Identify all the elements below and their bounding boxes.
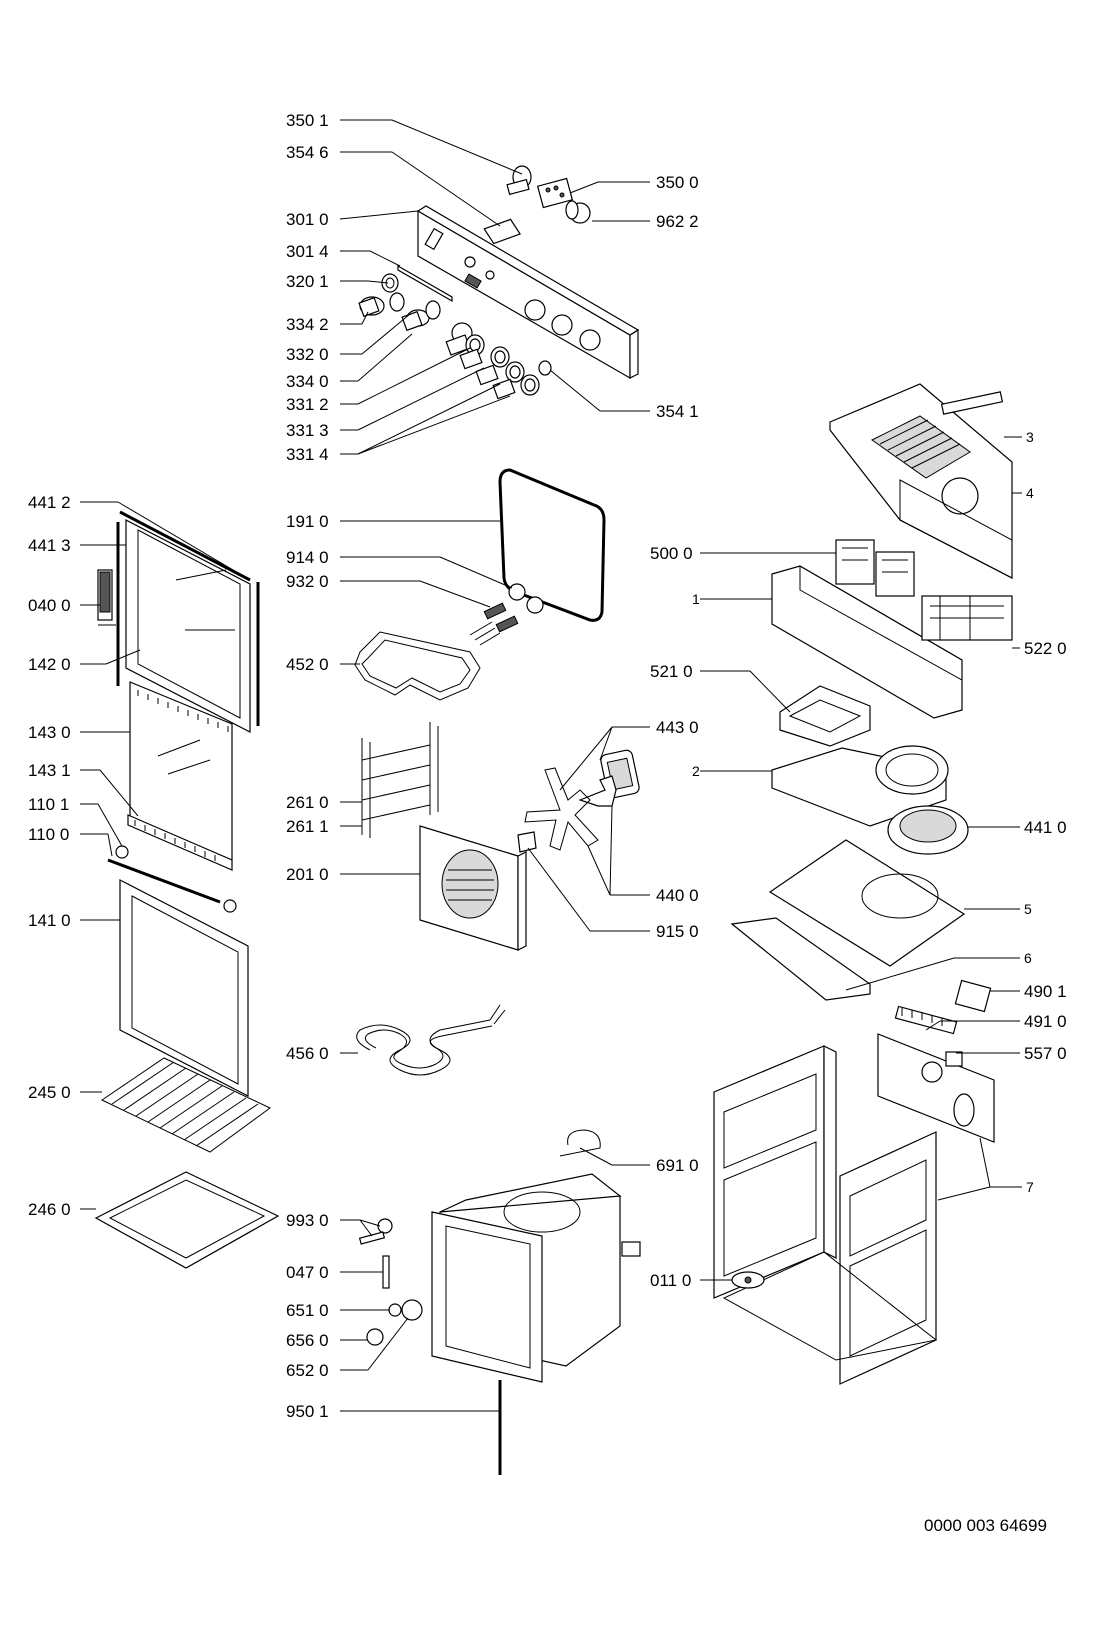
label-245-0: 245 0 [28, 1083, 71, 1102]
label-191-0: 191 0 [286, 512, 329, 531]
label-047-0: 047 0 [286, 1263, 329, 1282]
label-350-1: 350 1 [286, 111, 329, 130]
label-1: 1 [692, 591, 700, 607]
leader-lines [80, 119, 1022, 1412]
label-350-0: 350 0 [656, 173, 699, 192]
baffle-5-6 [730, 839, 966, 1001]
label-301-4: 301 4 [286, 242, 329, 261]
label-261-1: 261 1 [286, 817, 329, 836]
label-331-4: 331 4 [286, 445, 329, 464]
label-331-2: 331 2 [286, 395, 329, 414]
drawing-number: 0000 003 64699 [924, 1516, 1047, 1535]
label-320-1: 320 1 [286, 272, 329, 291]
part-labels: 350 1 354 6 301 0 301 4 320 1 334 2 332 … [28, 111, 1067, 1421]
label-201-0: 201 0 [286, 865, 329, 884]
label-261-0: 261 0 [286, 793, 329, 812]
electronics-500-522-521 [771, 539, 1013, 747]
label-441-0: 441 0 [1024, 818, 1067, 837]
lamp-holder-914-932 [483, 583, 544, 633]
label-331-3: 331 3 [286, 421, 329, 440]
label-950-1: 950 1 [286, 1402, 329, 1421]
control-pcb-490-491-557 [877, 979, 995, 1143]
label-452-0: 452 0 [286, 655, 329, 674]
label-011-0: 011 0 [650, 1271, 691, 1290]
label-456-0: 456 0 [286, 1044, 329, 1063]
oven-cavity [431, 1173, 641, 1383]
label-962-2: 962 2 [656, 212, 699, 231]
label-110-1: 110 1 [28, 795, 69, 814]
label-522-0: 522 0 [1024, 639, 1067, 658]
label-4: 4 [1026, 485, 1034, 501]
label-490-1: 490 1 [1024, 982, 1067, 1001]
label-914-0: 914 0 [286, 548, 329, 567]
grill-element-452 [354, 621, 501, 701]
label-557-0: 557 0 [1024, 1044, 1067, 1063]
label-440-0: 440 0 [656, 886, 699, 905]
shelf-supports-261 [361, 722, 439, 838]
label-334-2: 334 2 [286, 315, 329, 334]
label-142-0: 142 0 [28, 655, 71, 674]
label-915-0: 915 0 [656, 922, 699, 941]
label-354-1: 354 1 [656, 402, 699, 421]
label-993-0: 993 0 [286, 1211, 329, 1230]
label-5: 5 [1024, 901, 1032, 917]
label-354-6: 354 6 [286, 143, 329, 162]
label-246-0: 246 0 [28, 1200, 71, 1219]
label-500-0: 500 0 [650, 544, 693, 563]
label-441-3: 441 3 [28, 536, 71, 555]
label-301-0: 301 0 [286, 210, 329, 229]
label-652-0: 652 0 [286, 1361, 329, 1380]
oven-gasket-191 [498, 468, 606, 622]
label-3: 3 [1026, 429, 1034, 445]
label-6: 6 [1024, 950, 1032, 966]
fan-motor-443-440 [517, 749, 640, 853]
oven-door-assembly [94, 510, 280, 1269]
label-656-0: 656 0 [286, 1331, 329, 1350]
label-110-0: 110 0 [28, 825, 69, 844]
oven-housing-7 [713, 1045, 938, 1385]
label-143-0: 143 0 [28, 723, 71, 742]
label-141-0: 141 0 [28, 911, 71, 930]
label-691-0: 691 0 [656, 1156, 699, 1175]
fan-cover-201 [419, 825, 527, 951]
label-2: 2 [692, 763, 700, 779]
label-334-0: 334 0 [286, 372, 329, 391]
small-parts-bottom [358, 1129, 601, 1475]
label-651-0: 651 0 [286, 1301, 329, 1320]
control-panel-assembly [358, 165, 640, 400]
label-040-0: 040 0 [28, 596, 71, 615]
label-932-0: 932 0 [286, 572, 329, 591]
label-521-0: 521 0 [650, 662, 693, 681]
label-7: 7 [1026, 1179, 1034, 1195]
lower-element-456 [356, 1004, 506, 1076]
label-143-1: 143 1 [28, 761, 71, 780]
label-332-0: 332 0 [286, 345, 329, 364]
label-441-2: 441 2 [28, 493, 71, 512]
top-cover-3-4 [829, 383, 1013, 579]
label-491-0: 491 0 [1024, 1012, 1067, 1031]
fan-housing-2-441 [771, 745, 969, 855]
label-443-0: 443 0 [656, 718, 699, 737]
